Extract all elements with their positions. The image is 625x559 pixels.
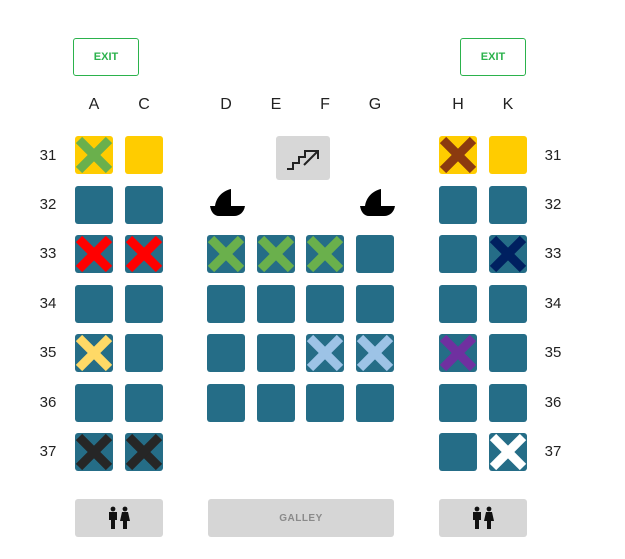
seat-33f[interactable]	[306, 235, 344, 273]
seat-34f[interactable]	[306, 285, 344, 323]
row-label-right-33: 33	[544, 245, 562, 262]
occupied-x-icon	[207, 235, 245, 273]
seat-33c[interactable]	[125, 235, 163, 273]
seat-34g[interactable]	[356, 285, 394, 323]
lavatory-right	[439, 499, 527, 537]
seat-37k[interactable]	[489, 433, 527, 471]
seat-35k[interactable]	[489, 334, 527, 372]
occupied-x-icon	[439, 136, 477, 174]
occupied-x-icon	[75, 433, 113, 471]
column-label-e: E	[270, 96, 282, 113]
row-label-right-37: 37	[544, 443, 562, 460]
column-label-d: D	[220, 96, 232, 113]
seat-33a[interactable]	[75, 235, 113, 273]
seat-37a[interactable]	[75, 433, 113, 471]
lavatory-left	[75, 499, 163, 537]
seat-35c[interactable]	[125, 334, 163, 372]
seat-37c[interactable]	[125, 433, 163, 471]
seat-33d[interactable]	[207, 235, 245, 273]
seat-33e[interactable]	[257, 235, 295, 273]
row-label-left-36: 36	[39, 394, 57, 411]
seat-36g[interactable]	[356, 384, 394, 422]
column-label-a: A	[88, 96, 100, 113]
column-label-k: K	[502, 96, 514, 113]
seat-32c[interactable]	[125, 186, 163, 224]
seat-31c[interactable]	[125, 136, 163, 174]
occupied-x-icon	[75, 235, 113, 273]
bassinet-icon	[357, 187, 397, 219]
seat-31h[interactable]	[439, 136, 477, 174]
row-label-right-36: 36	[544, 394, 562, 411]
galley-label: GALLEY	[279, 512, 323, 524]
seat-31k[interactable]	[489, 136, 527, 174]
seat-35e[interactable]	[257, 334, 295, 372]
occupied-x-icon	[125, 433, 163, 471]
lavatory-icon	[473, 506, 494, 529]
seat-35g[interactable]	[356, 334, 394, 372]
seat-34h[interactable]	[439, 285, 477, 323]
seat-33h[interactable]	[439, 235, 477, 273]
row-label-left-32: 32	[39, 196, 57, 213]
row-label-right-34: 34	[544, 295, 562, 312]
lavatory-icon	[109, 506, 130, 529]
occupied-x-icon	[489, 433, 527, 471]
column-label-f: F	[320, 96, 330, 113]
seat-34c[interactable]	[125, 285, 163, 323]
occupied-x-icon	[489, 235, 527, 273]
seat-34e[interactable]	[257, 285, 295, 323]
exit-sign-right: EXIT	[460, 38, 526, 76]
occupied-x-icon	[257, 235, 295, 273]
seat-33g[interactable]	[356, 235, 394, 273]
occupied-x-icon	[125, 235, 163, 273]
column-label-g: G	[368, 96, 382, 113]
occupied-x-icon	[439, 334, 477, 372]
row-label-right-35: 35	[544, 344, 562, 361]
seat-36e[interactable]	[257, 384, 295, 422]
row-label-left-34: 34	[39, 295, 57, 312]
seat-35d[interactable]	[207, 334, 245, 372]
occupied-x-icon	[75, 136, 113, 174]
seat-37h[interactable]	[439, 433, 477, 471]
row-label-right-32: 32	[544, 196, 562, 213]
seat-35h[interactable]	[439, 334, 477, 372]
seat-34k[interactable]	[489, 285, 527, 323]
galley: GALLEY	[208, 499, 394, 537]
bassinet-icon	[207, 187, 247, 219]
seat-36d[interactable]	[207, 384, 245, 422]
occupied-x-icon	[75, 334, 113, 372]
row-label-left-37: 37	[39, 443, 57, 460]
seat-33k[interactable]	[489, 235, 527, 273]
stairs-icon	[276, 136, 330, 180]
seat-36k[interactable]	[489, 384, 527, 422]
column-label-h: H	[452, 96, 464, 113]
row-label-left-31: 31	[39, 147, 57, 164]
seat-32h[interactable]	[439, 186, 477, 224]
seat-31a[interactable]	[75, 136, 113, 174]
occupied-x-icon	[356, 334, 394, 372]
seat-34d[interactable]	[207, 285, 245, 323]
row-label-left-33: 33	[39, 245, 57, 262]
column-label-c: C	[138, 96, 150, 113]
exit-sign-left: EXIT	[73, 38, 139, 76]
seat-36a[interactable]	[75, 384, 113, 422]
seat-36f[interactable]	[306, 384, 344, 422]
seat-32a[interactable]	[75, 186, 113, 224]
occupied-x-icon	[306, 334, 344, 372]
occupied-x-icon	[306, 235, 344, 273]
seat-35a[interactable]	[75, 334, 113, 372]
seat-32k[interactable]	[489, 186, 527, 224]
row-label-left-35: 35	[39, 344, 57, 361]
seat-36h[interactable]	[439, 384, 477, 422]
seat-35f[interactable]	[306, 334, 344, 372]
row-label-right-31: 31	[544, 147, 562, 164]
seat-36c[interactable]	[125, 384, 163, 422]
seat-34a[interactable]	[75, 285, 113, 323]
